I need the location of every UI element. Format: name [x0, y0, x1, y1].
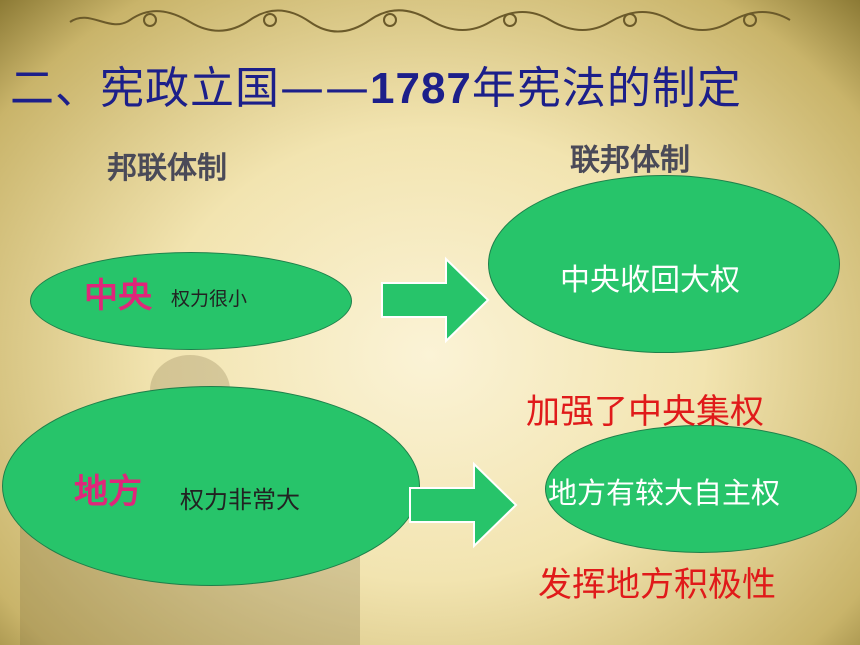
federation-heading: 联邦体制 — [570, 143, 690, 178]
central-label: 中央 — [84, 276, 152, 316]
local-autonomy-text: 地方有较大自主权 — [548, 476, 781, 510]
arrow-right-icon — [381, 256, 490, 344]
arrow-right-icon — [409, 461, 518, 549]
central-regained-text: 中央收回大权 — [560, 263, 740, 298]
central-desc: 权力很小 — [171, 288, 248, 310]
local-autonomy-ellipse — [545, 425, 857, 553]
result-local: 发挥地方积极性 — [538, 565, 776, 605]
confederation-heading: 邦联体制 — [107, 151, 227, 186]
slide-title: 二、宪政立国——1787年宪法的制定 — [10, 63, 742, 114]
result-central: 加强了中央集权 — [526, 392, 764, 432]
central-regained-ellipse — [488, 175, 840, 353]
local-label: 地方 — [74, 472, 142, 512]
local-desc: 权力非常大 — [180, 486, 300, 514]
central-power-ellipse — [30, 252, 352, 350]
local-power-ellipse — [2, 386, 420, 586]
decorative-border — [69, 9, 791, 33]
